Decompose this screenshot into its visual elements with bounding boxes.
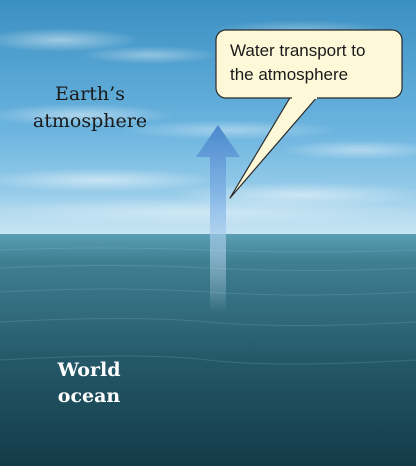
- ocean-ripples: [0, 247, 416, 365]
- callout-seam: [292, 93, 317, 99]
- water-transport-arrow: [196, 125, 240, 312]
- horizon-glow: [0, 195, 416, 235]
- ocean-label-line-2: ocean: [58, 385, 121, 407]
- ocean-label-line-1: World: [57, 359, 121, 381]
- callout-line-1: Water transport to: [230, 41, 365, 60]
- atmosphere-label-line-2: atmosphere: [33, 110, 147, 132]
- atmosphere-label-line-1: Earth’s: [55, 83, 125, 105]
- ocean-surface: [0, 234, 416, 466]
- callout-line-2: the atmosphere: [230, 65, 348, 84]
